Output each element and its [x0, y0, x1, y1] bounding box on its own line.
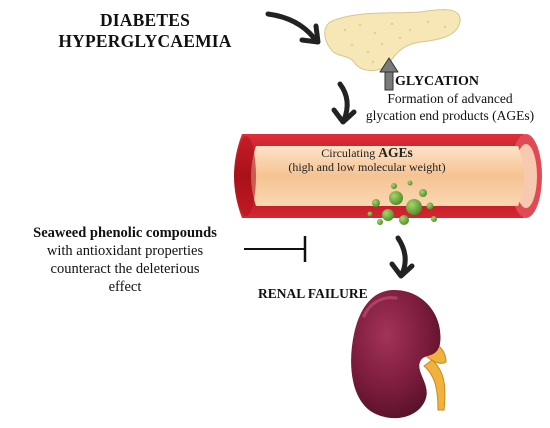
glycation-description: Formation of advanced glycation end prod…	[352, 90, 548, 124]
curved-arrow-icon	[265, 11, 321, 45]
curved-arrow-icon	[389, 235, 415, 279]
ages-particles	[367, 180, 437, 225]
seaweed-text: Seaweed phenolic compounds with antioxid…	[2, 224, 248, 296]
curved-arrow-icon	[331, 81, 357, 125]
ages-detail: (high and low molecular weight)	[288, 160, 446, 174]
glycation-line1: Formation of advanced	[387, 91, 513, 106]
seaweed-line3: counteract the deleterious	[50, 261, 200, 277]
inhibition-bar-icon	[244, 236, 307, 262]
blood-vessel-icon	[234, 134, 542, 218]
renal-failure-label: RENAL FAILURE	[258, 286, 368, 301]
seaweed-line2: with antioxidant properties	[46, 243, 204, 259]
seaweed-bold: Seaweed phenolic compounds	[33, 225, 217, 241]
diabetes-title: DIABETES HYPERGLYCAEMIA	[40, 10, 250, 52]
ages-label: AGEs	[378, 145, 413, 160]
glycation-title: GLYCATION	[395, 74, 480, 89]
pancreas-icon	[324, 9, 461, 71]
circulating-ages-label: Circulating AGEs (high and low molecular…	[258, 145, 476, 175]
up-arrow-icon	[379, 57, 399, 91]
seaweed-line4: effect	[108, 279, 142, 295]
title-line1: DIABETES	[99, 10, 191, 30]
circulating-prefix: Circulating	[321, 146, 376, 160]
title-line2: HYPERGLYCAEMIA	[58, 31, 232, 51]
glycation-line2: glycation end products (AGEs)	[365, 108, 535, 123]
kidney-icon	[351, 290, 447, 419]
